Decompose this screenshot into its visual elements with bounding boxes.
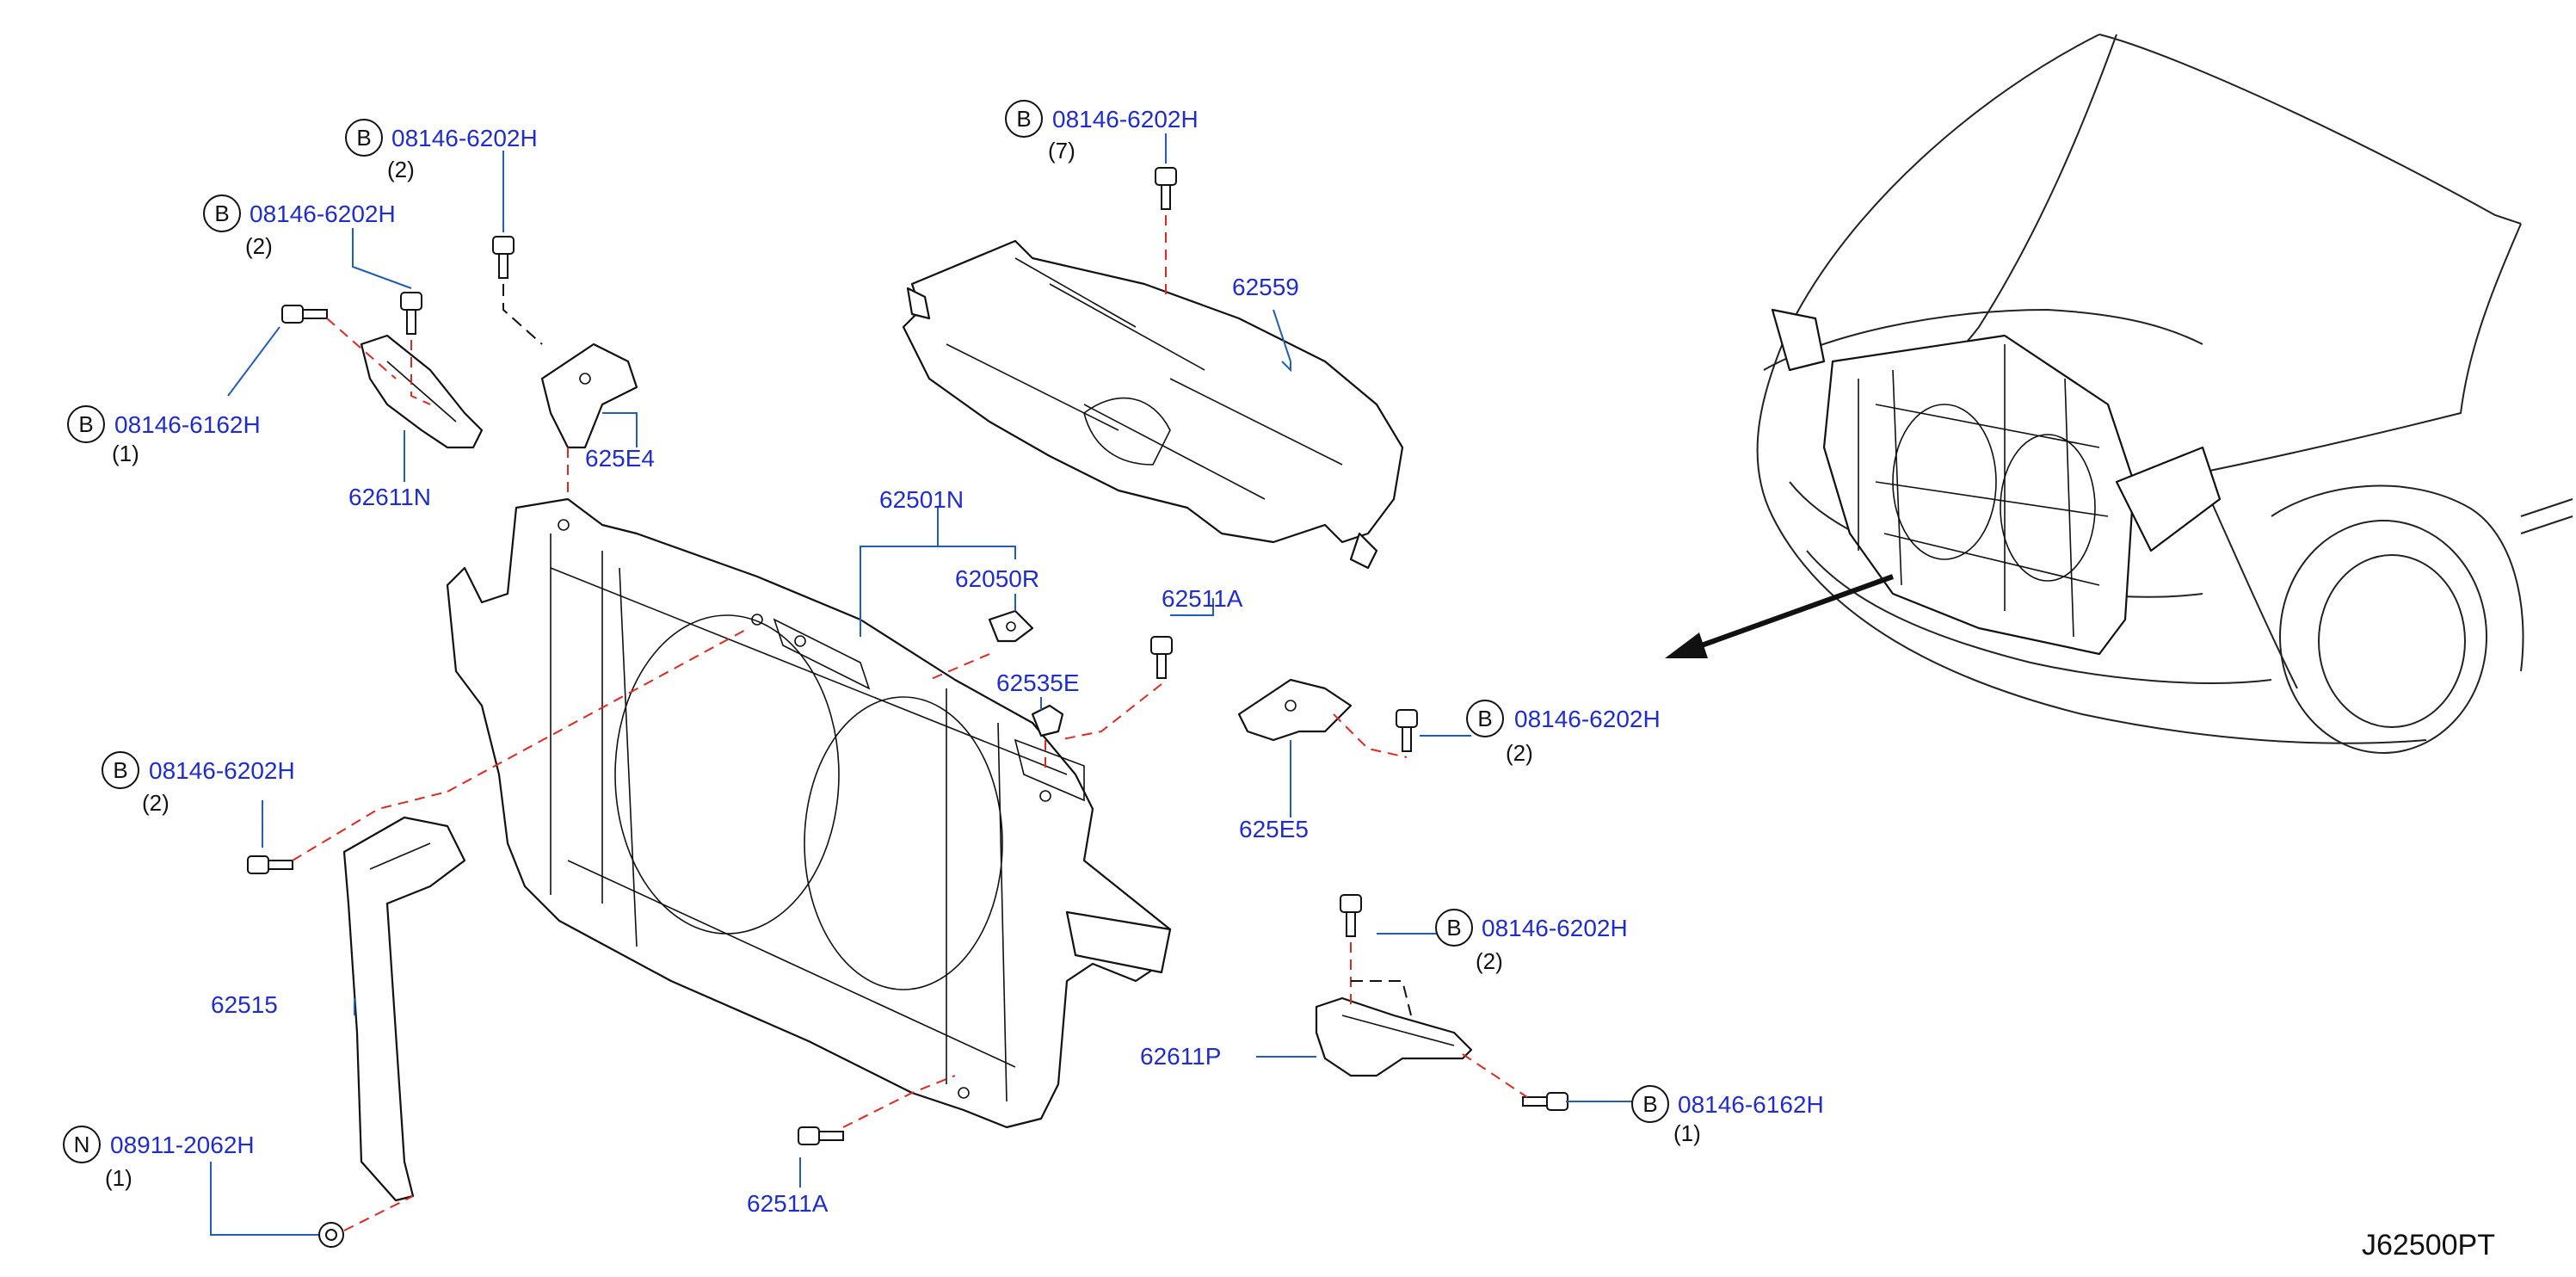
callout-c4: B 08146-6202H (7) — [1005, 100, 1199, 163]
callout-part-number[interactable]: 08146-6202H — [149, 757, 295, 784]
part-label-62559[interactable]: 62559 — [1232, 274, 1299, 300]
part-62535E-clip — [1031, 704, 1064, 737]
leader-lines — [210, 133, 1635, 1236]
callout-qty: (2) — [245, 233, 273, 259]
callout-c8: B 08146-6162H (1) — [1631, 1085, 1824, 1146]
part-label-62511A-top[interactable]: 62511A — [1162, 585, 1243, 612]
callout-c9: N 08911-2062H (1) — [63, 1126, 255, 1191]
callout-qty: (1) — [105, 1165, 132, 1191]
callout-c6: B 08146-6202H (2) — [102, 751, 295, 816]
callout-qty: (2) — [142, 790, 169, 816]
part-label-625E5[interactable]: 625E5 — [1239, 816, 1309, 842]
callout-letter: B — [356, 125, 371, 151]
callout-letter: B — [1477, 706, 1492, 731]
part-62515-stay — [342, 816, 466, 1202]
part-625E5-bracket — [1237, 678, 1353, 742]
callout-qty: (7) — [1048, 138, 1075, 163]
part-label-62611N[interactable]: 62611N — [348, 484, 431, 510]
callout-letter: B — [78, 411, 93, 437]
callout-letter: B — [214, 200, 229, 226]
diagram-code: J62500PT — [2362, 1229, 2495, 1262]
assembly-lines — [292, 215, 1528, 1231]
callout-part-number[interactable]: 08146-6202H — [1482, 915, 1628, 941]
callout-part-number[interactable]: 08146-6162H — [114, 411, 261, 438]
part-label-62535E[interactable]: 62535E — [996, 669, 1080, 696]
part-label-62050R[interactable]: 62050R — [955, 565, 1039, 592]
callout-letter: N — [74, 1132, 90, 1157]
callout-letter: B — [1642, 1091, 1657, 1117]
part-label-62611P[interactable]: 62611P — [1140, 1043, 1221, 1070]
part-62559-cover — [902, 239, 1404, 570]
bolt-icon — [247, 167, 1568, 1248]
callout-c7: B 08146-6202H (2) — [1435, 909, 1628, 974]
callout-letter: B — [113, 757, 127, 783]
callout-part-number[interactable]: 08911-2062H — [110, 1132, 255, 1158]
callout-part-number[interactable]: 08146-6202H — [250, 200, 396, 227]
callout-c1: B 08146-6202H (2) — [345, 119, 538, 182]
callout-letter: B — [1446, 915, 1461, 941]
callout-qty: (2) — [387, 157, 415, 182]
callout-part-number[interactable]: 08146-6202H — [391, 125, 538, 151]
part-625E4-bracket — [540, 342, 638, 449]
callout-qty: (1) — [112, 441, 139, 466]
part-label-625E4[interactable]: 625E4 — [585, 445, 655, 472]
part-62050R-nut — [988, 609, 1034, 643]
callout-letter: B — [1016, 106, 1031, 132]
callout-qty: (2) — [1506, 740, 1533, 766]
part-62611P-bracket — [1315, 996, 1473, 1077]
callout-part-number[interactable]: 08146-6202H — [1514, 706, 1661, 732]
callout-qty: (2) — [1476, 948, 1503, 974]
callout-c2: B 08146-6202H (2) — [203, 194, 396, 259]
callout-qty: (1) — [1673, 1120, 1701, 1146]
callout-c3: B 08146-6162H (1) — [67, 405, 261, 466]
vehicle-illustration — [1665, 34, 2573, 754]
part-label-62515[interactable]: 62515 — [211, 991, 278, 1018]
part-label-62511A-bottom[interactable]: 62511A — [747, 1190, 829, 1217]
part-label-62501N[interactable]: 62501N — [879, 486, 964, 513]
callout-part-number[interactable]: 08146-6202H — [1052, 106, 1199, 133]
part-62611N-bracket — [360, 334, 484, 449]
part-62501N-radiator-core-support — [446, 497, 1172, 1129]
callout-c5: B 08146-6202H (2) — [1466, 700, 1661, 766]
callout-part-number[interactable]: 08146-6162H — [1678, 1091, 1824, 1118]
